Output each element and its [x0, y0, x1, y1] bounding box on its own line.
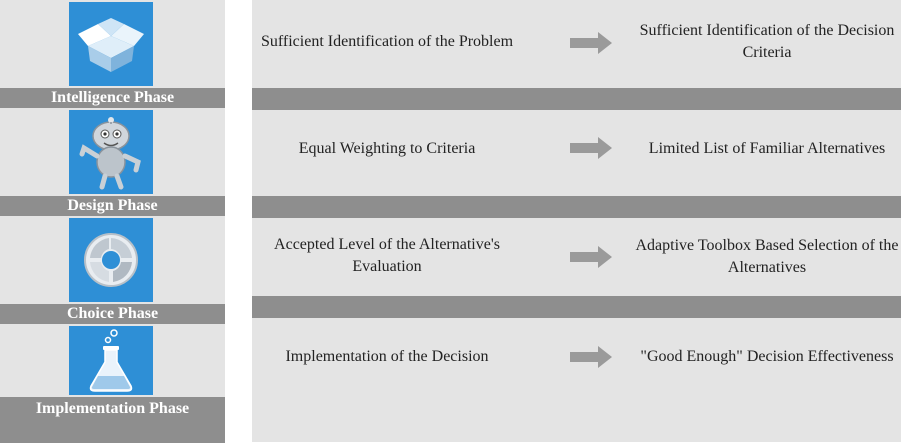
- phase-icon-area: [0, 0, 225, 88]
- phase-label: Intelligence Phase: [0, 88, 225, 108]
- row-separator: [252, 296, 901, 318]
- row-from-text: Implementation of the Decision: [285, 348, 489, 365]
- cycle-ring-icon: [69, 218, 153, 302]
- row-from-text: Sufficient Identification of the Problem: [260, 33, 514, 50]
- phase-icon-area: [0, 324, 225, 397]
- phase-icon-area: [0, 108, 225, 196]
- right-arrow-icon: [570, 346, 612, 368]
- phase-icon-area: [0, 216, 225, 304]
- cartoon-robot-icon: [69, 110, 153, 194]
- right-arrow-icon: [570, 137, 612, 159]
- transition-panel: Sufficient Identification of the Problem…: [252, 0, 901, 442]
- row-to-text: Limited List of Familiar Alternatives: [648, 140, 886, 157]
- row-separator: [252, 196, 901, 218]
- right-arrow-icon: [570, 32, 612, 54]
- row-to-text: "Good Enough" Decision Effectiveness: [640, 348, 894, 365]
- row-from-text: Accepted Level of the Alternative's Eval…: [274, 236, 500, 275]
- flask-icon: [69, 326, 153, 395]
- row-to-text: Sufficient Identification of the Decisio…: [639, 22, 895, 61]
- row-separator: [252, 88, 901, 110]
- phase-label: Choice Phase: [0, 304, 225, 324]
- right-arrow-icon: [570, 246, 612, 268]
- row-from-text: Equal Weighting to Criteria: [298, 140, 476, 157]
- phase-label: Design Phase: [0, 196, 225, 216]
- row-to-text: Adaptive Toolbox Based Selection of the …: [635, 237, 899, 276]
- row-background: [252, 318, 901, 442]
- open-box-icon: [69, 2, 153, 86]
- phase-label: Implementation Phase: [0, 397, 225, 443]
- phase-column: Intelligence Phase: [0, 0, 225, 443]
